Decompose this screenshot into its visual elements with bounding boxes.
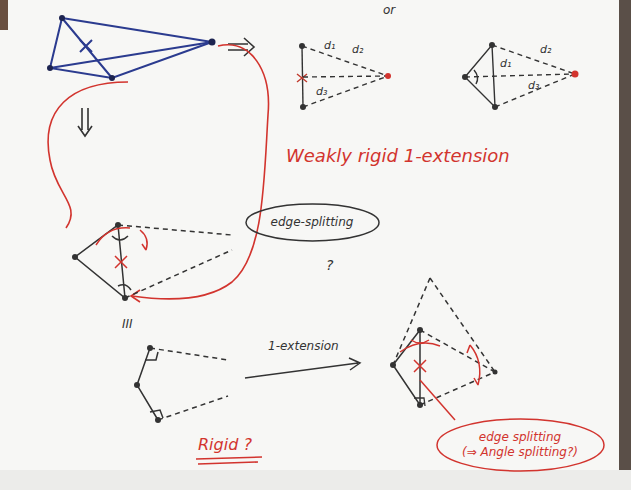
callout-text: edge splitting (462, 430, 579, 445)
callout-text: edge-splitting (271, 215, 354, 230)
callout-ellipse: edge splitting(⇒ Angle splitting?) (436, 418, 605, 472)
callout-text: (⇒ Angle splitting?) (462, 445, 579, 460)
callout-ellipse: edge-splitting (245, 203, 380, 242)
heading-note: Weakly rigid 1-extension (286, 146, 510, 166)
distance-label: d₁ (324, 40, 335, 52)
arrow-label: 1-extension (268, 340, 339, 353)
distance-label: d₂ (540, 44, 551, 56)
distance-label: d₃ (316, 86, 327, 98)
note-text: or (383, 4, 395, 17)
distance-label: d₁ (500, 58, 511, 70)
distance-label: d₃ (528, 80, 539, 92)
distance-label: d₂ (352, 44, 363, 56)
question-mark: ? (326, 258, 333, 273)
question-note: Rigid ? (198, 436, 252, 454)
equivalence-mark: III (122, 318, 133, 331)
